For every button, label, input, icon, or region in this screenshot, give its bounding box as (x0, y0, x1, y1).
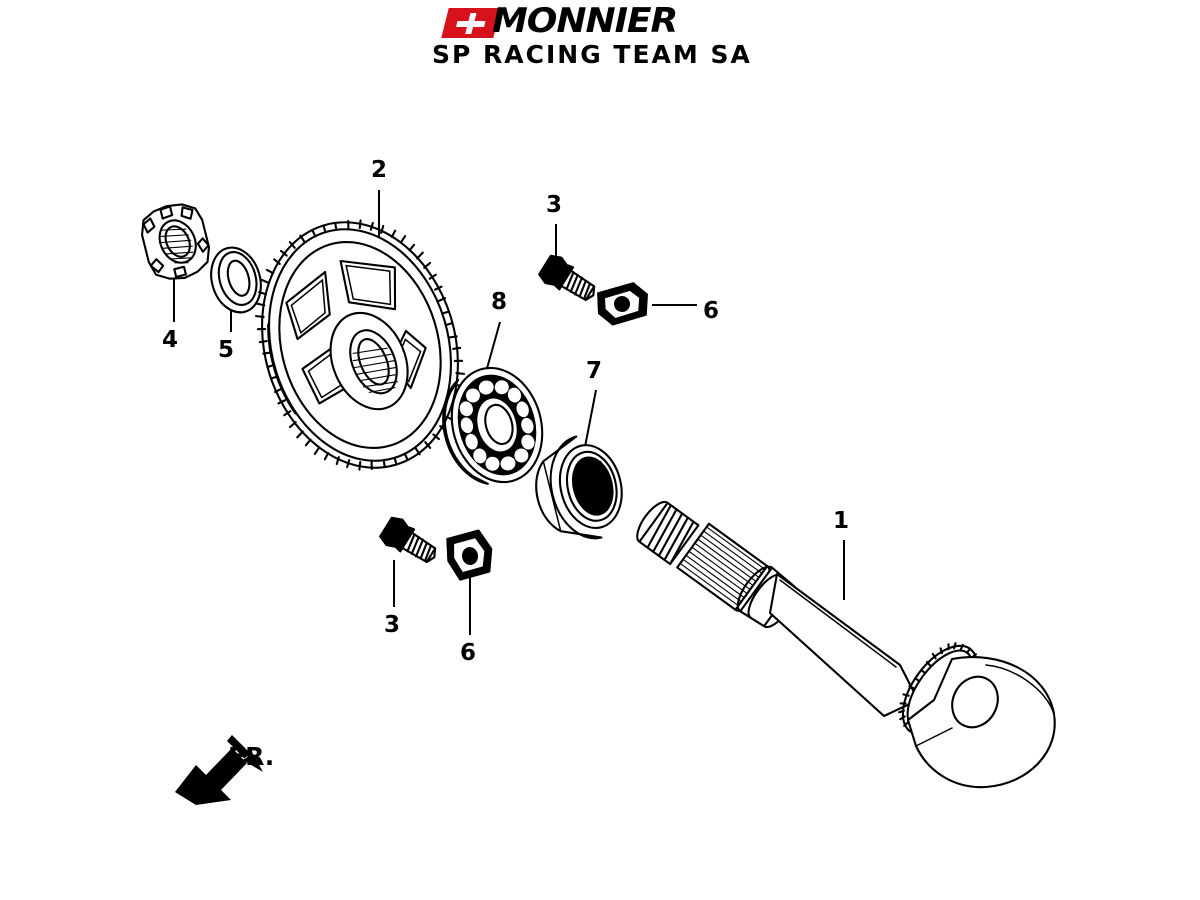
part-needle-bearing (535, 435, 623, 540)
front-direction-marker: FR. (175, 735, 274, 805)
part-bolt-lower (379, 516, 437, 564)
callout-6-lower: 6 (460, 640, 476, 666)
callout-6-upper: 6 (703, 298, 719, 324)
callout-1: 1 (833, 508, 849, 534)
part-stopper-plate-lower (446, 529, 493, 581)
callout-3-upper: 3 (546, 192, 562, 218)
front-label: FR. (228, 742, 274, 771)
part-ball-bearing (442, 366, 544, 485)
callout-4: 4 (162, 327, 178, 353)
part-bolt-upper (538, 254, 596, 302)
monnier-logo: MONNIER SP RACING TEAM SA (430, 1, 770, 72)
part-driven-gear (254, 219, 466, 471)
callout-5: 5 (218, 337, 234, 363)
part-washer (210, 246, 262, 314)
part-castle-nut (141, 203, 211, 280)
callout-numbers: 1 2 3 3 4 5 6 6 7 8 (162, 157, 849, 666)
callout-3-lower: 3 (384, 612, 400, 638)
brand-name: MONNIER (492, 1, 678, 41)
part-stopper-plate-upper (597, 282, 648, 326)
logo-wordmark-row: MONNIER (430, 1, 770, 41)
callout-7: 7 (586, 358, 602, 384)
callout-2: 2 (371, 157, 387, 183)
brand-subtitle: SP RACING TEAM SA (432, 40, 752, 69)
front-direction-arrow-icon (227, 735, 263, 772)
part-balancer-shaft (636, 500, 1056, 789)
callout-8: 8 (491, 289, 507, 315)
